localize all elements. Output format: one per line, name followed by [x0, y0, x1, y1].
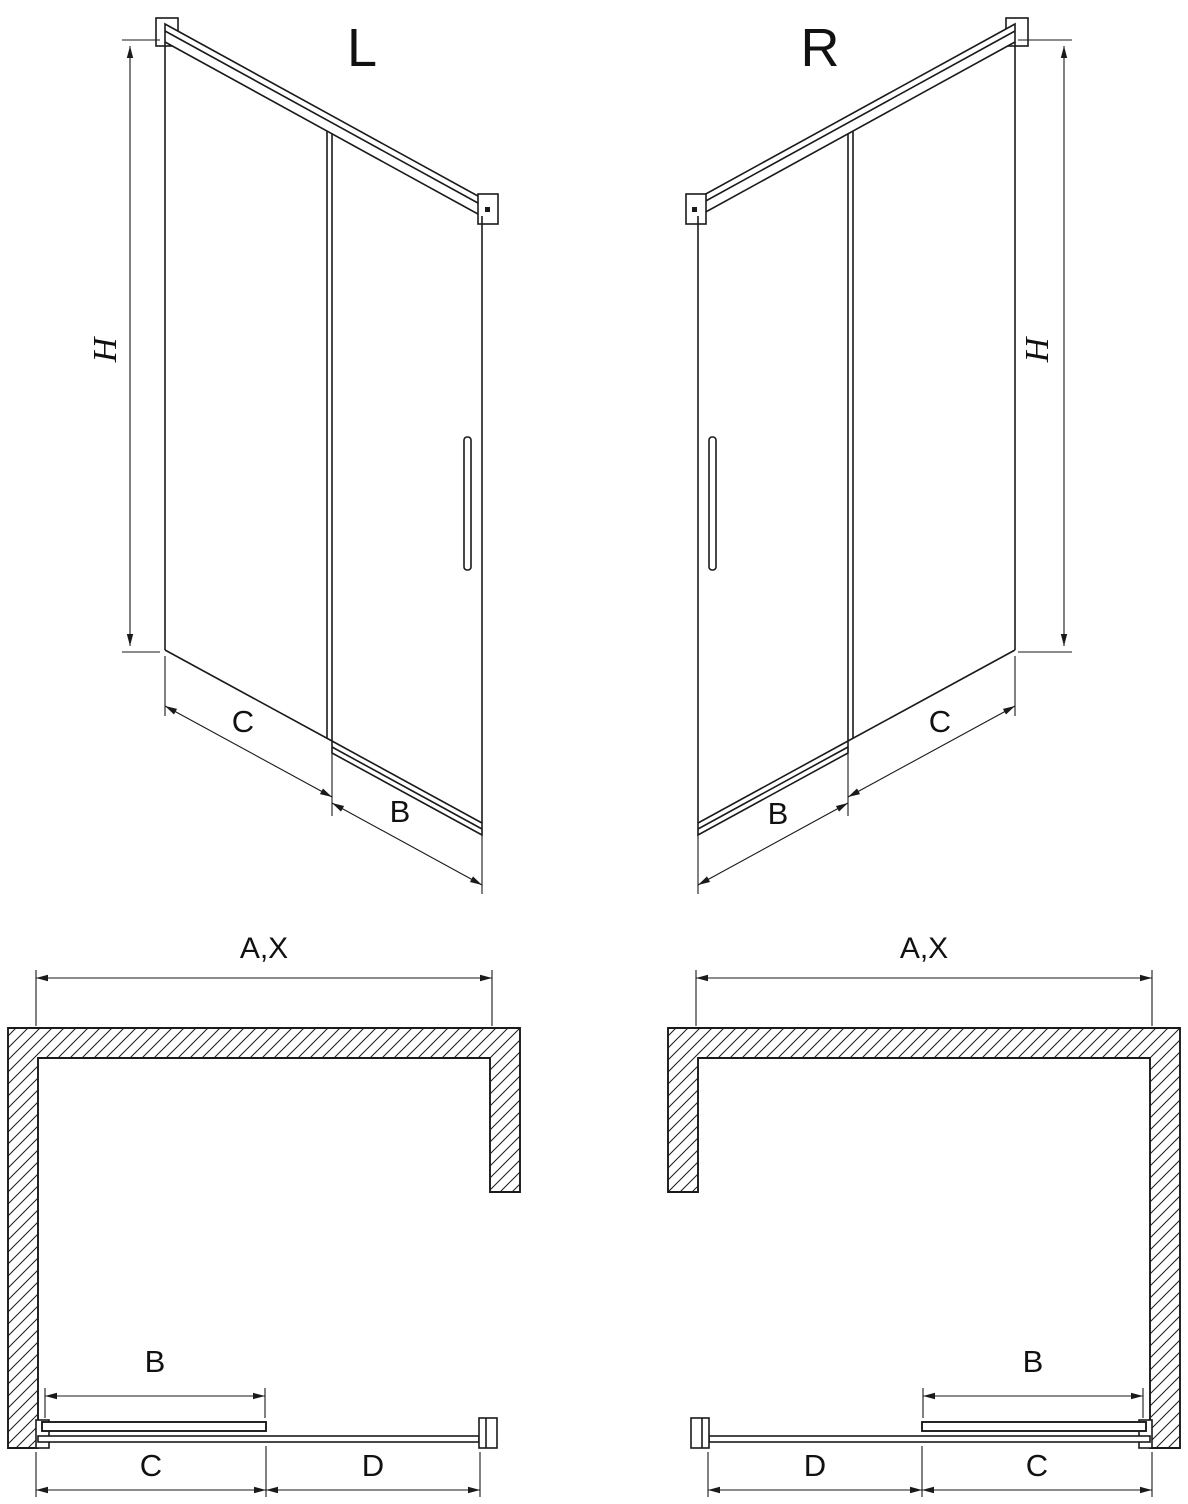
variant-label-right: R [801, 18, 840, 78]
fixed-panel-track [37, 1435, 480, 1443]
rail-end-screw-icon [485, 207, 490, 212]
dim-d-label: D [362, 1448, 384, 1483]
dim-b-line [331, 802, 483, 886]
door-handle [708, 436, 717, 571]
dim-ax-label: A,X [240, 932, 288, 965]
top-rail [692, 22, 1016, 221]
dim-b-label: B [145, 1344, 166, 1379]
variant-label-left: L [347, 18, 377, 78]
top-rail-inner-line [164, 30, 488, 209]
dim-c-line [847, 705, 1016, 798]
wall-hatch [7, 1027, 521, 1449]
plan-left-diagram: A,X B C D [7, 932, 521, 1497]
dim-c-line [164, 705, 333, 798]
iso-left-diagram: L H C B [87, 17, 499, 894]
dim-h-label: H [1019, 335, 1056, 363]
wall-profile [478, 1417, 498, 1449]
wall-profile [690, 1417, 710, 1449]
rail-end-screw-icon [692, 207, 697, 212]
dim-h-label: H [87, 335, 124, 363]
wall-hatch [667, 1027, 1181, 1449]
dim-c-label: C [929, 704, 951, 739]
dim-b-line [697, 802, 849, 886]
plan-right-diagram: A,X B D C [667, 932, 1181, 1497]
top-rail [164, 22, 488, 221]
dim-c-label: C [140, 1448, 162, 1483]
dim-c-label: C [232, 704, 254, 739]
dim-ax-label: A,X [900, 932, 948, 965]
top-rail-inner-line [692, 30, 1016, 209]
sliding-panel [921, 1421, 1147, 1432]
dim-b-label: B [390, 794, 411, 829]
door-handle [463, 436, 472, 571]
iso-right-diagram: R H C B [685, 17, 1072, 894]
dim-d-label: D [804, 1448, 826, 1483]
dim-b-label: B [1023, 1344, 1044, 1379]
dim-b-label: B [768, 796, 789, 831]
dim-c-label: C [1026, 1448, 1048, 1483]
fixed-panel-track [708, 1435, 1151, 1443]
sliding-panel [41, 1421, 267, 1432]
